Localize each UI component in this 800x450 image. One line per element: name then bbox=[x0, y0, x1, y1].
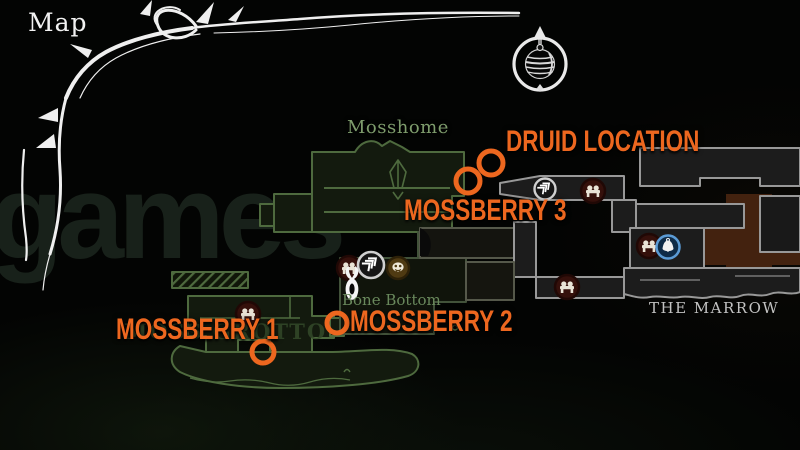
grotto-ledge bbox=[171, 271, 249, 289]
spool-gem-icon bbox=[389, 159, 407, 200]
area-label-moss-grotto: MOSS GROTTO bbox=[124, 319, 328, 344]
marker-label-mossberry-2: MOSSBERRY 2 bbox=[350, 305, 513, 338]
bench-icon bbox=[635, 232, 663, 260]
area-label-the-marrow: THE MARROW bbox=[649, 299, 780, 317]
marrow-mid-room bbox=[635, 203, 745, 229]
marker-ring-mossberry-1 bbox=[249, 338, 277, 366]
bench-icon bbox=[579, 177, 607, 205]
mosshome-left-step bbox=[259, 203, 275, 227]
map-region-green bbox=[170, 140, 465, 389]
marrow-right-column bbox=[759, 195, 800, 253]
mosshome-hall bbox=[311, 140, 465, 233]
marker-label-druid-location: DRUID LOCATION bbox=[506, 125, 700, 158]
corner-flourish bbox=[21, 0, 521, 291]
marker-ring-mossberry-3 bbox=[453, 166, 483, 196]
marker-ring-druid bbox=[476, 148, 506, 178]
marrow-topright-room bbox=[639, 147, 800, 187]
area-label-bone-bottom: Bone Bottom bbox=[342, 291, 441, 309]
bench-icon bbox=[553, 273, 581, 301]
marker-label-mossberry-1: MOSSBERRY 1 bbox=[116, 313, 279, 346]
bell-station-icon bbox=[655, 234, 681, 260]
mosshome-left-room bbox=[273, 193, 313, 233]
page-title: Map bbox=[28, 8, 88, 37]
marker-label-mossberry-3: MOSSBERRY 3 bbox=[404, 194, 567, 227]
merchant-face-icon bbox=[385, 255, 411, 281]
bellway-chevron-icon bbox=[356, 250, 386, 280]
grotto-cave bbox=[170, 345, 420, 389]
area-label-mosshome: Mosshome bbox=[347, 117, 449, 138]
bone-marrow-link bbox=[465, 261, 515, 301]
bellway-chevron-icon bbox=[533, 177, 557, 201]
spool-compass-icon bbox=[512, 26, 568, 92]
player-position-icon bbox=[345, 266, 359, 300]
marker-ring-mossberry-2 bbox=[324, 310, 350, 336]
bench-icon bbox=[234, 300, 262, 328]
